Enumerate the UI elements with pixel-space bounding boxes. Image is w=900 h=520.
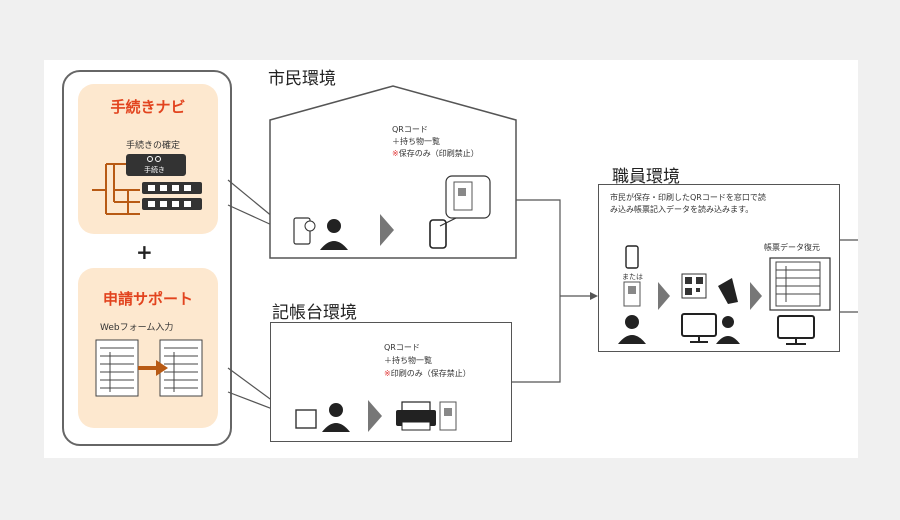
counter-qr-line1: QRコード bbox=[384, 343, 420, 352]
counter-qr-note-text: 印刷のみ（保存禁止） bbox=[390, 369, 471, 378]
navi-tree-diagram bbox=[92, 154, 202, 215]
citizen-qr-line1: QRコード bbox=[392, 125, 428, 134]
counter-qr-line2: ＋持ち物一覧 bbox=[384, 356, 432, 365]
navi-card: 手続きナビ 手続きの確定 手続き bbox=[78, 84, 218, 234]
navi-node-label: 手続き bbox=[144, 166, 165, 174]
citizen-qr-note-text: 保存のみ（印刷禁止） bbox=[398, 149, 479, 158]
navi-title: 手続きナビ bbox=[110, 98, 186, 116]
staff-or-label: または bbox=[622, 273, 643, 281]
citizen-qr-line2: ＋持ち物一覧 bbox=[392, 137, 440, 146]
support-subtitle: Webフォーム入力 bbox=[100, 323, 174, 333]
plus-sign: + bbox=[136, 240, 153, 264]
staff-desc-line1: 市民が保存・印刷したQRコードを窓口で読 bbox=[610, 193, 766, 202]
staff-restore-label: 帳票データ復元 bbox=[764, 243, 820, 252]
staff-desc-line2: み込み帳票記入データを読み込みます。 bbox=[610, 205, 754, 214]
counter-title: 記帳台環境 bbox=[272, 303, 357, 323]
citizen-title: 市民環境 bbox=[268, 69, 336, 89]
navi-subtitle: 手続きの確定 bbox=[126, 141, 181, 151]
support-title: 申請サポート bbox=[102, 290, 193, 308]
citizen-qr-note-mark: ※ bbox=[392, 149, 399, 158]
staff-title: 職員環境 bbox=[612, 167, 680, 187]
form-transfer-icon bbox=[95, 339, 203, 397]
staff-icons bbox=[618, 245, 831, 345]
support-card: 申請サポート Webフォーム入力 bbox=[78, 268, 218, 428]
counter-icons bbox=[295, 400, 457, 432]
counter-qr-line3: ※印刷のみ（保存禁止） bbox=[384, 368, 471, 379]
citizen-qr-line3: ※保存のみ（印刷禁止） bbox=[392, 148, 479, 159]
citizen-icons bbox=[293, 175, 491, 250]
counter-qr-note-mark: ※ bbox=[384, 369, 391, 378]
